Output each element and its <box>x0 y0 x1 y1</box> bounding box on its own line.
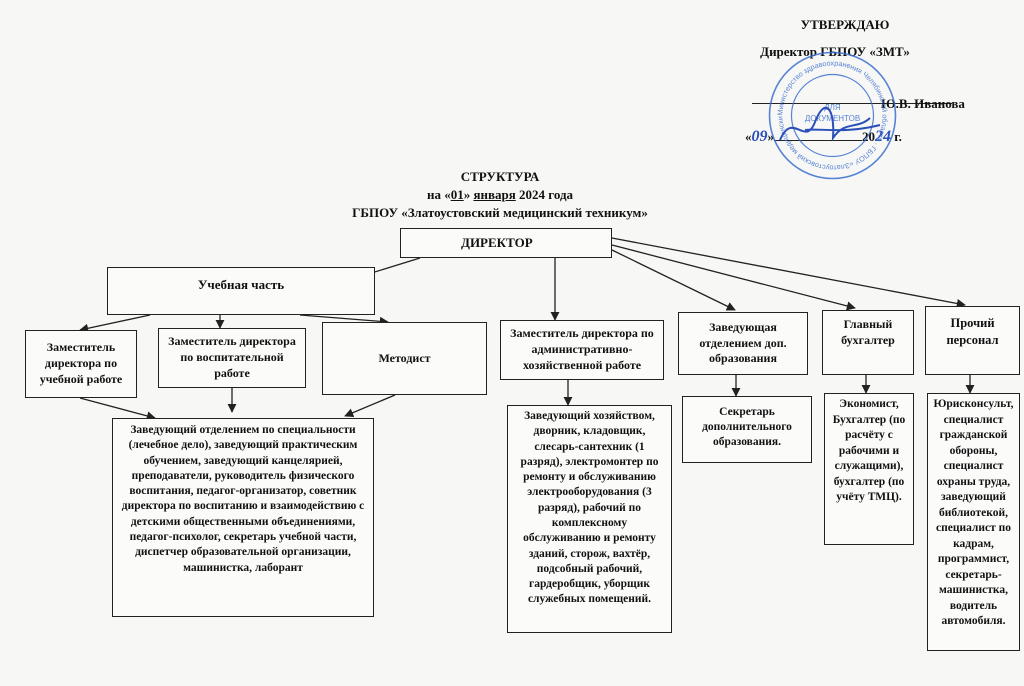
title-line-3: ГБПОУ «Златоустовский медицинский техник… <box>352 205 648 221</box>
line-study-methodist <box>299 314 389 326</box>
line-director-other <box>611 237 966 308</box>
date-day: 09 <box>751 128 768 145</box>
approval-name: Ю.В. Иванова <box>881 96 965 111</box>
methodist-box: Методист <box>322 322 487 395</box>
head-addl-edu-box: Заведующая отделением доп. образования <box>678 312 808 375</box>
date-close-quote: » <box>767 129 775 144</box>
director-box: ДИРЕКТОР <box>400 228 612 258</box>
study-part-box: Учебная часть <box>107 267 375 315</box>
deputy-admin-box: Заместитель директора по административно… <box>500 320 664 380</box>
other-staff-list-box: Юрисконсульт, специалист гражданской обо… <box>927 393 1020 651</box>
signature <box>779 106 881 142</box>
deputy-study-box: Заместитель директора по учебной работе <box>25 330 137 398</box>
accounting-staff-box: Экономист, Бухгалтер (по расчёту с рабоч… <box>824 393 914 545</box>
date-suffix: г. <box>894 129 902 144</box>
date-open-quote: « <box>745 129 752 144</box>
other-staff-box: Прочий персонал <box>925 306 1020 375</box>
chief-accountant-box: Главный бухгалтер <box>822 310 914 375</box>
study-part-label: Учебная часть <box>197 277 285 292</box>
study-staff-box: Заведующий отделением по специальности (… <box>112 418 374 617</box>
approval-date: «09»2024 г. <box>745 128 975 146</box>
admin-staff-box: Заведующий хозяйством, дворник, кладовщи… <box>507 405 672 633</box>
date-year-suffix: 24 <box>875 128 891 145</box>
approval-name-line <box>752 103 952 104</box>
line-deputy-staff <box>79 397 156 421</box>
line-study-deputy <box>79 314 151 333</box>
svg-text:ДЛЯ: ДЛЯ <box>824 103 841 112</box>
addl-edu-staff-box: Секретарь дополнительного образования. <box>682 396 812 463</box>
approval-position: Директор ГБПОУ «ЗМТ» <box>760 44 910 59</box>
title-line-2: на «01» января 2024 года <box>426 187 574 203</box>
title-line-1: СТРУКТУРА <box>460 169 540 184</box>
director-label: ДИРЕКТОР <box>461 235 533 251</box>
approval-heading: УТВЕРЖДАЮ <box>800 17 890 32</box>
line-methodist-staff <box>344 394 396 418</box>
document-title: СТРУКТУРА на «01» января 2024 года ГБПОУ… <box>300 168 700 223</box>
deputy-upbringing-box: Заместитель директора по воспитательной … <box>158 328 306 388</box>
official-stamp: Министерство здравоохранения Челябинской… <box>765 48 897 180</box>
line-director-account <box>611 244 856 311</box>
line-director-addl <box>611 249 736 311</box>
